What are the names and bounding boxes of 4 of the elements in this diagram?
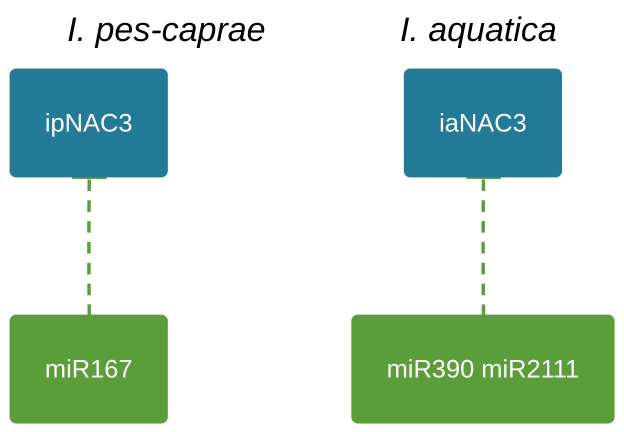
species-heading: I. pes-caprae: [67, 10, 266, 50]
connector: [70, 175, 108, 316]
connector: [464, 175, 502, 316]
species-heading: I. aquatica: [400, 10, 557, 50]
